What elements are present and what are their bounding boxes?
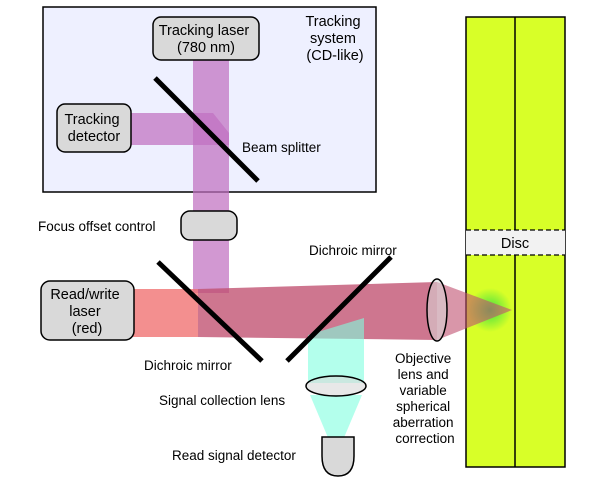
disc-label-band [466, 230, 565, 255]
dichroic-mirror-right [285, 255, 393, 363]
dichroic-mirror-right-label: Dichroic mirror [309, 243, 397, 258]
combined-beam [198, 282, 437, 340]
dichroic-mirror-left [156, 260, 264, 363]
disc-label: Disc [501, 236, 529, 252]
beam-splitter [153, 76, 260, 183]
disc: Disc [465, 16, 566, 468]
readwrite-laser-label: Read/write laser (red) [50, 287, 123, 337]
signal-beam-converging [310, 395, 362, 440]
signal-collection-lens [305, 375, 367, 397]
objective-lens [426, 278, 448, 342]
beam-splitter-label: Beam splitter [242, 140, 321, 155]
readwrite-beam [133, 289, 198, 337]
readwrite-laser [40, 280, 135, 341]
tracking-beam-vertical [193, 58, 229, 293]
objective-lens-label: Objective lens and variable spherical ab… [393, 351, 458, 446]
tracking-beam-detector [130, 113, 193, 145]
signal-lens-label: Signal collection lens [159, 393, 285, 408]
tracking-detector-label: Tracking detector [64, 112, 123, 145]
tracking-laser [152, 16, 260, 61]
converging-beam [437, 282, 512, 340]
tracking-system-label: Tracking system (CD-like) [305, 14, 364, 64]
focus-offset-control [180, 210, 238, 241]
read-detector-label: Read signal detector [172, 448, 296, 463]
dichroic-mirror-left-label: Dichroic mirror [144, 358, 232, 373]
tracking-detector [56, 103, 132, 153]
tracking-beam-splitter-wedge [193, 113, 229, 145]
signal-beam [308, 318, 364, 383]
read-signal-detector [321, 436, 355, 477]
tracking-laser-label: Tracking laser (780 nm) [159, 23, 254, 56]
focus-offset-label: Focus offset control [38, 219, 156, 234]
